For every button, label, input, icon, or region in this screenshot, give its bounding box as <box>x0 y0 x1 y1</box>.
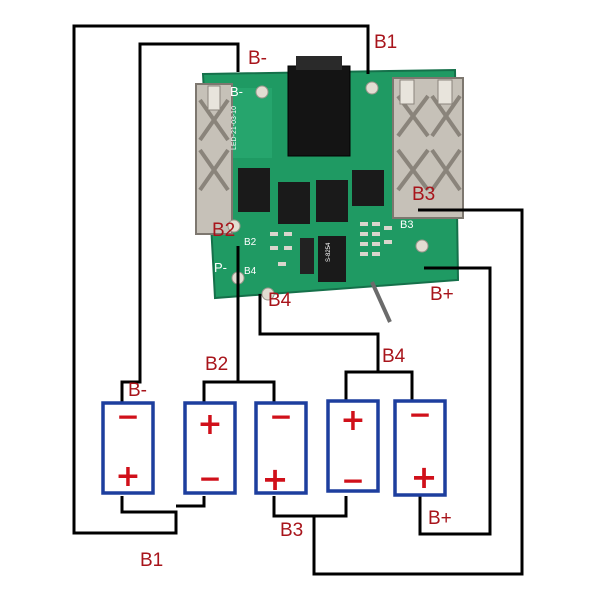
mosfet-4 <box>352 170 384 206</box>
cell-1-bottom-sign: + <box>115 459 140 494</box>
left-terminal <box>195 83 233 235</box>
pad-hole <box>255 85 269 99</box>
cell-2: + − <box>183 401 237 495</box>
silk-b2: B2 <box>244 237 257 248</box>
ic-chip-1 <box>318 236 346 282</box>
label-b4-board: B4 <box>268 290 292 311</box>
label-b2-board: B2 <box>212 220 235 241</box>
pad-hole <box>415 239 429 253</box>
ic-chip-2 <box>300 238 314 274</box>
wire-b-plus <box>418 266 492 536</box>
cell-1-top-sign: − <box>116 400 139 433</box>
label-b2-mid: B2 <box>205 354 228 375</box>
label-b-plus-bottom: B+ <box>428 508 452 529</box>
chip-marking: S-8254 <box>326 242 332 262</box>
label-b3-bottom: B3 <box>280 520 303 541</box>
wire-b2 <box>202 246 276 402</box>
smd-parts <box>270 222 392 266</box>
wiring <box>72 24 524 576</box>
silk-b3: B3 <box>400 219 413 231</box>
pad-hole <box>365 81 379 95</box>
cell-2-bottom-sign: − <box>198 462 221 495</box>
cell-3-bottom-sign: + <box>262 460 289 498</box>
bms-board: B- B2 B3 B4 P- LED-21-03-10 S-8254 <box>195 56 464 323</box>
wire-cell2-link <box>176 496 206 508</box>
cell-1: − + <box>101 400 155 495</box>
cell-5: − + <box>393 398 447 497</box>
wire-b1 <box>72 24 370 535</box>
cell-5-bottom-sign: + <box>411 458 438 496</box>
cell-3-top-sign: − <box>269 400 292 433</box>
label-b1-bottom: B1 <box>140 550 163 571</box>
label-b4-mid: B4 <box>382 346 406 367</box>
mosfet-2 <box>278 182 310 224</box>
label-b1-top: B1 <box>374 32 397 53</box>
cell-4: + − <box>326 399 380 497</box>
wire-b3 <box>272 208 524 576</box>
wire-labels: B- B1 B2 B3 B+ B4 B2 B4 B- B1 B3 B+ <box>128 32 454 571</box>
wire-b-minus <box>120 42 240 402</box>
silk-code: LED-21-03-10 <box>231 106 238 150</box>
silk-p-minus: P- <box>214 260 227 275</box>
wire-b4 <box>258 294 414 400</box>
battery-cells: − + + − − + + − − + <box>101 398 447 498</box>
label-b3-board: B3 <box>412 184 435 205</box>
silk-b4: B4 <box>244 266 257 277</box>
cell-5-top-sign: − <box>408 398 431 431</box>
label-b-plus-board: B+ <box>430 284 454 305</box>
cell-4-top-sign: + <box>340 403 365 438</box>
label-b-minus-cell: B- <box>128 380 147 401</box>
mosfet-3 <box>316 180 348 222</box>
pad-hole <box>227 219 241 233</box>
power-component-cap <box>296 56 342 70</box>
lead-wire <box>370 281 392 323</box>
cell-3: − + <box>254 400 308 498</box>
right-terminal <box>392 77 464 219</box>
silk-b-minus: B- <box>230 84 243 99</box>
trace-area <box>232 88 272 158</box>
cell-2-top-sign: + <box>197 407 222 442</box>
mosfet-1 <box>238 168 270 212</box>
cell-4-bottom-sign: − <box>341 464 364 497</box>
label-b-minus-top: B- <box>248 48 267 69</box>
pad-hole <box>261 287 275 301</box>
power-component <box>287 65 351 157</box>
